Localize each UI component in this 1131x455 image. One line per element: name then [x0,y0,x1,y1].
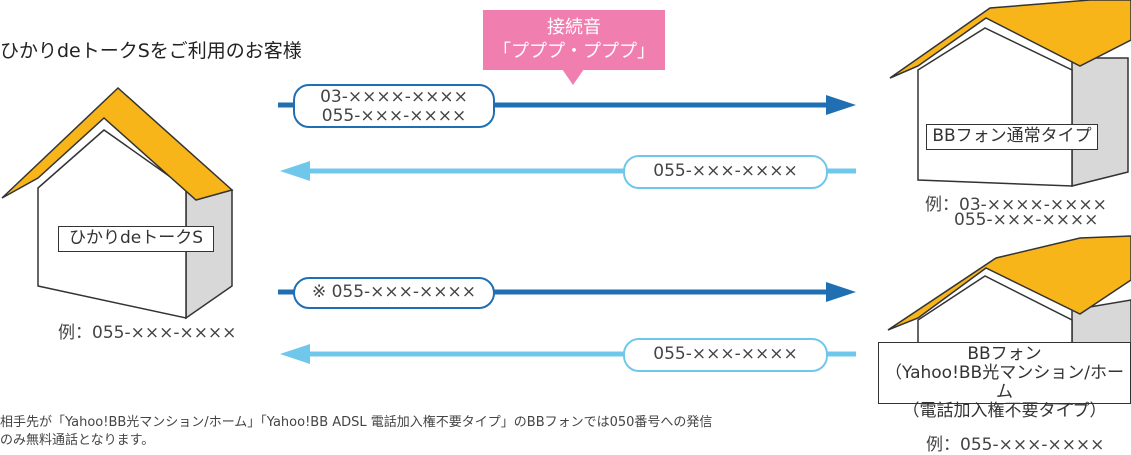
footnote-line-2: のみ無料通話となります。 [0,433,155,448]
top-right-example-2: 055-×××-×××× [954,210,1099,230]
top-right-house [889,0,1131,187]
connection-tone-badge: 接続音 「プププ・プププ」 [483,10,665,70]
left-house-example: 例：055-×××-×××× [58,323,237,343]
footnote-line-1: 相手先が「Yahoo!BB光マンション/ホーム」「Yahoo!BB ADSL 電… [0,415,713,430]
left-house-label: ひかりdeトークS [58,226,214,252]
top-right-example-1: 例：03-××××-×××× [925,195,1107,215]
top-out-number-pill: 03-××××-×××× 055-×××-×××× [293,84,495,128]
bottom-right-label-line-3: （電話加入権不要タイプ） [902,401,1107,421]
page-title: ひかりdeトークSをご利用のお客様 [0,40,302,62]
bottom-right-example: 例：055-×××-×××× [926,435,1105,455]
bottom-out-number-pill: ※ 055-×××-×××× [293,277,495,309]
top-out-number-2: 055-×××-×××× [321,106,467,126]
bottom-in-number-pill: 055-×××-×××× [623,338,828,372]
badge-pointer [562,69,584,85]
bottom-right-label-line-2: （Yahoo!BB光マンション/ホーム [885,363,1124,402]
bottom-right-label-line-1: BBフォン [967,344,1042,364]
badge-line-2: 「プププ・プププ」 [493,41,655,62]
top-right-house-label: BBフォン通常タイプ [926,124,1098,150]
top-in-number-pill: 055-×××-×××× [623,155,828,189]
left-house [1,86,234,320]
badge-line-1: 接続音 [547,17,601,38]
top-out-number-1: 03-××××-×××× [320,87,468,107]
bottom-right-house-label: BBフォン （Yahoo!BB光マンション/ホーム （電話加入権不要タイプ） [878,342,1131,421]
